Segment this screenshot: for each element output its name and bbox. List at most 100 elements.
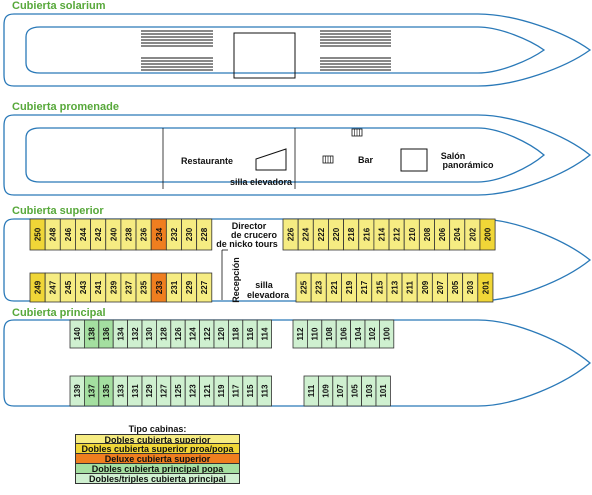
cabin-122[interactable]: 122 <box>199 319 215 349</box>
label-salon-line1: Salón <box>441 151 466 161</box>
cabin-229[interactable]: 229 <box>181 272 198 303</box>
cabin-113[interactable]: 113 <box>256 375 273 407</box>
cabin-204[interactable]: 204 <box>449 218 466 251</box>
cabin-235[interactable]: 235 <box>135 272 152 303</box>
cabin-210[interactable]: 210 <box>403 218 420 251</box>
cabin-129[interactable]: 129 <box>141 375 157 407</box>
cabin-222[interactable]: 222 <box>312 218 329 251</box>
cabin-110[interactable]: 110 <box>306 319 323 349</box>
cabin-217[interactable]: 217 <box>356 272 373 303</box>
cabin-237[interactable]: 237 <box>120 272 137 303</box>
cabin-213[interactable]: 213 <box>386 272 403 303</box>
cabin-120[interactable]: 120 <box>213 319 229 349</box>
cabin-218[interactable]: 218 <box>343 218 360 251</box>
cabin-212[interactable]: 212 <box>388 218 405 251</box>
cabin-246[interactable]: 246 <box>59 218 76 251</box>
cabin-216[interactable]: 216 <box>358 218 375 251</box>
cabin-135[interactable]: 135 <box>98 375 114 407</box>
cabin-249[interactable]: 249 <box>29 272 46 303</box>
cabin-133[interactable]: 133 <box>112 375 128 407</box>
cabin-140[interactable]: 140 <box>69 319 85 349</box>
cabin-116[interactable]: 116 <box>242 319 258 349</box>
cabin-118[interactable]: 118 <box>227 319 244 349</box>
cabin-107[interactable]: 107 <box>332 375 348 407</box>
cabin-128[interactable]: 128 <box>155 319 172 349</box>
cabin-108[interactable]: 108 <box>321 319 337 349</box>
cabin-224[interactable]: 224 <box>297 218 314 251</box>
cabin-102[interactable]: 102 <box>364 319 380 349</box>
cabin-117[interactable]: 117 <box>227 375 244 407</box>
cabin-132[interactable]: 132 <box>127 319 143 349</box>
cabin-247[interactable]: 247 <box>44 272 61 303</box>
cabin-206[interactable]: 206 <box>434 218 451 251</box>
cabin-221[interactable]: 221 <box>325 272 342 303</box>
cabin-232[interactable]: 232 <box>165 218 182 251</box>
cabin-228[interactable]: 228 <box>196 218 213 251</box>
cabin-236[interactable]: 236 <box>135 218 152 251</box>
cabin-box-114 <box>256 319 273 349</box>
cabin-239[interactable]: 239 <box>105 272 122 303</box>
cabin-125[interactable]: 125 <box>170 375 186 407</box>
cabin-219[interactable]: 219 <box>341 272 358 303</box>
cabin-127[interactable]: 127 <box>155 375 172 407</box>
cabin-215[interactable]: 215 <box>371 272 388 303</box>
cabin-111[interactable]: 111 <box>303 375 319 407</box>
cabin-225[interactable]: 225 <box>295 272 312 303</box>
cabin-box-101 <box>375 375 391 407</box>
cabin-214[interactable]: 214 <box>373 218 390 251</box>
cabin-241[interactable]: 241 <box>90 272 107 303</box>
cabin-115[interactable]: 115 <box>242 375 258 407</box>
cabin-200[interactable]: 200 <box>479 218 496 251</box>
cabin-139[interactable]: 139 <box>69 375 85 407</box>
cabin-134[interactable]: 134 <box>112 319 128 349</box>
cabin-number-243: 243 <box>79 280 88 294</box>
cabin-209[interactable]: 209 <box>416 272 433 303</box>
cabin-226[interactable]: 226 <box>282 218 299 251</box>
inner-outline-solarium <box>25 26 546 74</box>
cabin-201[interactable]: 201 <box>477 272 494 303</box>
cabin-240[interactable]: 240 <box>105 218 122 251</box>
cabin-106[interactable]: 106 <box>335 319 352 349</box>
cabin-114[interactable]: 114 <box>256 319 273 349</box>
cabin-126[interactable]: 126 <box>170 319 186 349</box>
cabin-211[interactable]: 211 <box>401 272 418 303</box>
cabin-105[interactable]: 105 <box>346 375 363 407</box>
cabin-250[interactable]: 250 <box>29 218 46 251</box>
cabin-number-103: 103 <box>365 384 374 398</box>
cabin-124[interactable]: 124 <box>184 319 200 349</box>
cabin-223[interactable]: 223 <box>310 272 327 303</box>
cabin-248[interactable]: 248 <box>44 218 61 251</box>
cabin-230[interactable]: 230 <box>181 218 198 251</box>
cabin-123[interactable]: 123 <box>184 375 200 407</box>
cabin-207[interactable]: 207 <box>431 272 448 303</box>
cabin-136[interactable]: 136 <box>98 319 114 349</box>
cabin-101[interactable]: 101 <box>375 375 391 407</box>
cabin-202[interactable]: 202 <box>464 218 481 251</box>
cabin-203[interactable]: 203 <box>462 272 479 303</box>
cabin-220[interactable]: 220 <box>328 218 345 251</box>
cabin-100[interactable]: 100 <box>378 319 395 349</box>
cabin-104[interactable]: 104 <box>350 319 366 349</box>
cabin-137[interactable]: 137 <box>84 375 100 407</box>
cabin-131[interactable]: 131 <box>127 375 143 407</box>
cabin-119[interactable]: 119 <box>213 375 229 407</box>
cabin-121[interactable]: 121 <box>199 375 215 407</box>
cabin-233[interactable]: 233 <box>150 272 167 303</box>
cabin-227[interactable]: 227 <box>196 272 213 303</box>
cabin-138[interactable]: 138 <box>84 319 100 349</box>
cabin-130[interactable]: 130 <box>141 319 157 349</box>
cabin-208[interactable]: 208 <box>418 218 435 251</box>
cabin-number-118: 118 <box>232 327 241 340</box>
cabin-243[interactable]: 243 <box>75 272 91 303</box>
cabin-242[interactable]: 242 <box>90 218 107 251</box>
cabin-244[interactable]: 244 <box>75 218 91 251</box>
cabin-112[interactable]: 112 <box>292 319 308 349</box>
cabin-234[interactable]: 234 <box>150 218 167 251</box>
cabin-231[interactable]: 231 <box>165 272 182 303</box>
cabin-245[interactable]: 245 <box>59 272 76 303</box>
cabin-205[interactable]: 205 <box>447 272 464 303</box>
cabin-103[interactable]: 103 <box>361 375 377 407</box>
cabin-109[interactable]: 109 <box>317 375 334 407</box>
cabin-238[interactable]: 238 <box>120 218 137 251</box>
